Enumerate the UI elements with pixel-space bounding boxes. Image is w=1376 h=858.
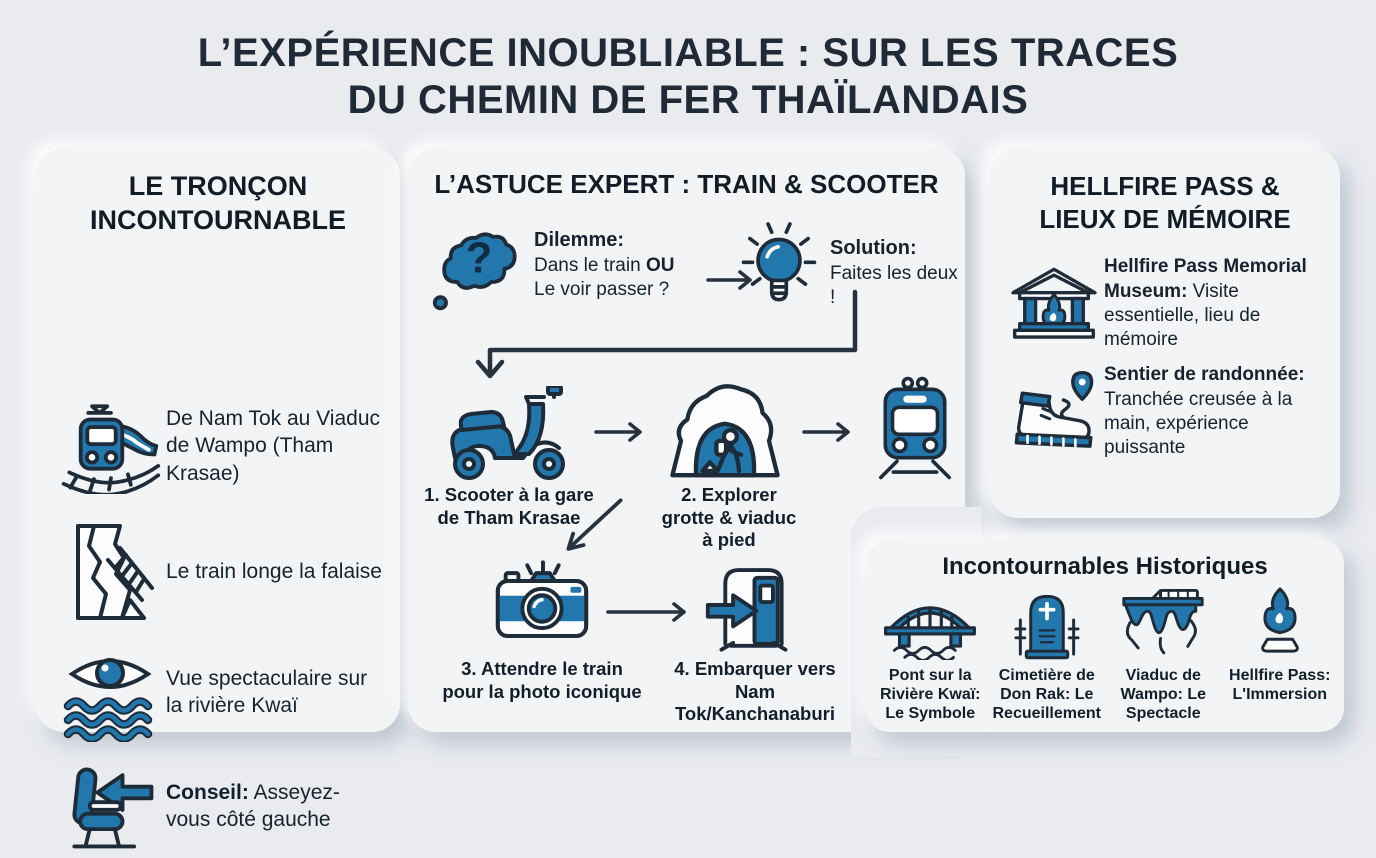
train-side-icon [54,398,166,494]
list-item: Pont sur la Rivière Kwaï: Le Symbole [872,586,989,724]
dilemma-label: Dilemme: [534,229,625,251]
list-item-text: Hellfire Pass Memorial Museum: Visite es… [1104,256,1307,351]
boarding-door-icon [702,556,804,654]
list-item-lead: Conseil: [166,780,249,804]
list-item: Hellfire Pass: L'Immersion [1222,586,1339,724]
dilemma-text: Dilemme: Dans le train OU Le voir passer… [534,228,716,302]
arrow-right-icon [706,268,760,292]
list-item-lead: Hellfire Pass Memorial Museum: [1104,256,1307,302]
list-item-text: Viaduc de Wampo: Le Spectacle [1120,667,1207,723]
flow-connector [470,288,870,398]
thought-question-icon: ? [428,220,528,314]
flame-icon [1245,586,1315,660]
arrow-right-icon [802,420,858,444]
right-panel-title: HELLFIRE PASS & LIEUX DE MÉMOIRE [1039,171,1291,234]
list-item: Le train longe la falaise [54,516,384,628]
camera-icon [488,560,596,654]
list-item: Conseil: Asseyez-vous côté gauche [54,754,384,858]
arrow-diagonal-icon [556,496,632,558]
page-title-line2: DU CHEMIN DE FER THAÏLANDAIS [347,78,1029,123]
list-item-text: Cimetière de Don Rak: Le Recueillement [992,667,1101,723]
list-item-text: Pont sur la Rivière Kwaï: Le Symbole [880,667,981,723]
list-item: Vue spectaculaire sur la rivière Kwaï [54,640,384,744]
scooter-icon [436,386,578,486]
middle-panel-title: L’ASTUCE EXPERT : TRAIN & SCOOTER [434,169,939,199]
page-title: L’EXPÉRIENCE INOUBLIABLE : SUR LES TRACE… [0,30,1376,124]
list-item-text: Conseil: Asseyez-vous côté gauche [166,780,340,831]
arrow-right-icon [594,420,650,444]
bottom-panel-title: Incontournables Historiques [942,553,1268,580]
list-item-text: Vue spectaculaire sur la rivière Kwaï [166,666,368,717]
right-panel: HELLFIRE PASS & LIEUX DE MÉMOIRE Hellfir… [990,148,1340,518]
list-item: De Nam Tok au Viaduc de Wampo (Tham Kras… [54,394,384,498]
list-item: Sentier de randonnée: Tranchée creusée à… [1004,362,1326,462]
cave-explorer-icon [666,374,784,482]
svg-text:?: ? [466,235,492,283]
solution-text: Solution: Faites les deux ! [830,236,965,310]
list-item: Hellfire Pass Memorial Museum: Visite es… [1004,256,1326,352]
page-title-line1: L’EXPÉRIENCE INOUBLIABLE : SUR LES TRACE… [197,31,1179,75]
eye-river-icon [54,642,166,742]
left-panel-title: LE TRONÇON INCONTOURNABLE [90,171,346,235]
list-item-lead: Sentier de randonnée: [1104,364,1305,386]
step-label: 3. Attendre le train pour la photo iconi… [442,658,642,702]
step-label: 4. Embarquer vers Nam Tok/Kanchanaburi [674,658,836,725]
train-front-icon [870,366,960,490]
viaduct-icon [1116,586,1210,660]
bridge-icon [878,586,982,660]
list-item-text: De Nam Tok au Viaduc de Wampo (Tham Kras… [166,407,381,485]
cemetery-icon [1008,586,1086,660]
list-item: Cimetière de Don Rak: Le Recueillement [989,586,1106,724]
list-item: Viaduc de Wampo: Le Spectacle [1105,586,1222,724]
bottom-panel-grid: Pont sur la Rivière Kwaï: Le Symbole Cim… [872,586,1338,724]
solution-label: Solution: [830,237,917,259]
museum-flame-icon [1004,264,1104,344]
list-item-text: Sentier de randonnée: Tranchée creusée à… [1104,364,1305,459]
lightbulb-icon [738,214,820,316]
hiking-boot-icon [1004,369,1104,455]
step-label: 1. Scooter à la gare de Tham Krasae [424,484,594,528]
list-item-text: Hellfire Pass: L'Immersion [1229,667,1331,704]
seat-left-arrow-icon [54,757,166,855]
list-item-text: Le train longe la falaise [166,560,382,584]
middle-panel: L’ASTUCE EXPERT : TRAIN & SCOOTER ? Dile… [408,148,965,732]
arrow-right-icon [606,600,694,624]
bottom-panel: Incontournables Historiques Pont sur la … [866,540,1344,732]
cliff-railway-icon [54,520,166,624]
left-panel: LE TRONÇON INCONTOURNABLE De Nam Tok au … [36,148,400,849]
step-label: 2. Explorer grotte & viaduc à pied [661,484,797,551]
